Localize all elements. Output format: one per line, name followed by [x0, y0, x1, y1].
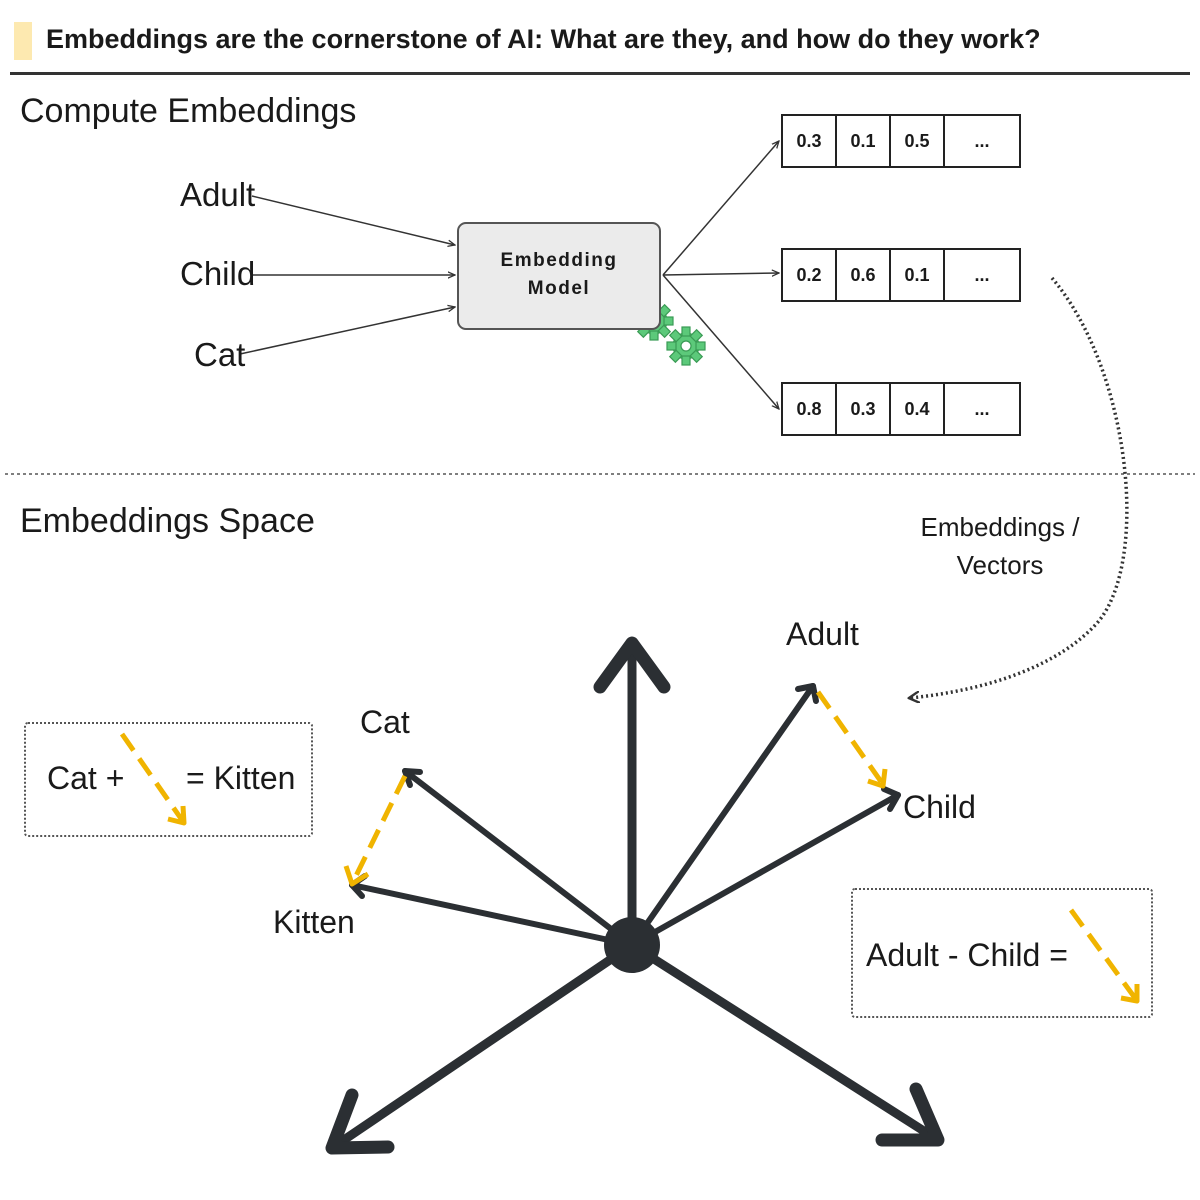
difference-arrow-cat-kitten-head: [343, 865, 370, 887]
formula-adult-child-text: Adult - Child =: [866, 937, 1068, 973]
vector-cell: 0.8: [783, 384, 837, 434]
vector-child-head: [881, 786, 901, 812]
space-section-title: Embeddings Space: [20, 502, 315, 540]
formula-box-cat-kitten: Cat + = Kitten: [24, 722, 313, 837]
input-word-cat: Cat: [194, 336, 246, 373]
vector-cell: 0.3: [783, 116, 837, 166]
model-label-line2: Model: [527, 278, 591, 299]
difference-arrow-adult-child: [815, 690, 885, 785]
space-label-kitten: Kitten: [273, 904, 355, 940]
formula-difference-arrow-icon: [119, 732, 187, 826]
vector-cell: 0.2: [783, 250, 837, 300]
input-arrow-cat: [239, 307, 455, 355]
output-arrow-3: [662, 274, 779, 409]
axis-up-head: [593, 636, 671, 694]
compute-section-title: Compute Embeddings: [20, 92, 357, 130]
header-divider: [10, 72, 1190, 75]
formula-box-adult-child: Adult - Child =: [851, 888, 1153, 1018]
vector-cell: 0.3: [837, 384, 891, 434]
input-word-adult: Adult: [180, 176, 256, 213]
vector-cell: 0.1: [891, 250, 945, 300]
vector-cell: 0.5: [891, 116, 945, 166]
vector-row-2: 0.2 0.6 0.1 ...: [781, 248, 1021, 302]
vector-row-3: 0.8 0.3 0.4 ...: [781, 382, 1021, 436]
vector-cat: [402, 768, 635, 948]
vectors-to-space-arrow: [910, 276, 1129, 698]
vector-cell-ellipsis: ...: [974, 130, 990, 151]
vector-cell: 0.4: [891, 384, 945, 434]
space-label-adult: Adult: [786, 616, 859, 652]
space-label-child: Child: [903, 789, 976, 825]
axis-down-right-head: [875, 1082, 945, 1147]
vector-cell-ellipsis: ...: [974, 264, 990, 285]
vector-child: [629, 792, 901, 948]
input-word-child: Child: [180, 255, 256, 292]
vector-kitten: [349, 882, 635, 948]
output-arrow-2: [662, 273, 779, 275]
output-arrow-1: [662, 141, 779, 276]
axis-down-left: [327, 940, 637, 1153]
axis-down-left-head: [325, 1088, 395, 1155]
vector-row-1: 0.3 0.1 0.5 ...: [781, 114, 1021, 168]
vector-cell: 0.1: [837, 116, 891, 166]
input-arrow-adult: [251, 195, 455, 245]
axis-down-right: [627, 940, 943, 1145]
header-accent-bar: [14, 22, 32, 60]
model-label-line1: Embedding: [500, 250, 618, 271]
difference-arrow-cat-kitten: [350, 774, 408, 884]
formula-difference-arrow-icon: [1068, 908, 1140, 1004]
page-title: Embeddings are the cornerstone of AI: Wh…: [46, 24, 1041, 54]
embedding-model-box: Embedding Model: [457, 222, 661, 330]
vectors-caption-line2: Vectors: [956, 550, 1044, 580]
difference-arrow-adult-child-head: [867, 768, 888, 789]
formula-cat-prefix: Cat +: [47, 760, 125, 796]
vector-adult-head: [795, 683, 819, 704]
origin-point: [604, 917, 660, 973]
vectors-caption-line1: Embeddings /: [920, 512, 1080, 542]
vectors-caption: Embeddings / Vectors: [900, 508, 1100, 584]
vector-adult: [629, 683, 816, 948]
vector-cat-head: [402, 768, 423, 788]
formula-kitten-suffix: = Kitten: [186, 760, 296, 796]
vector-cell-ellipsis: ...: [974, 398, 990, 419]
vector-cell: 0.6: [837, 250, 891, 300]
space-label-cat: Cat: [360, 704, 410, 740]
